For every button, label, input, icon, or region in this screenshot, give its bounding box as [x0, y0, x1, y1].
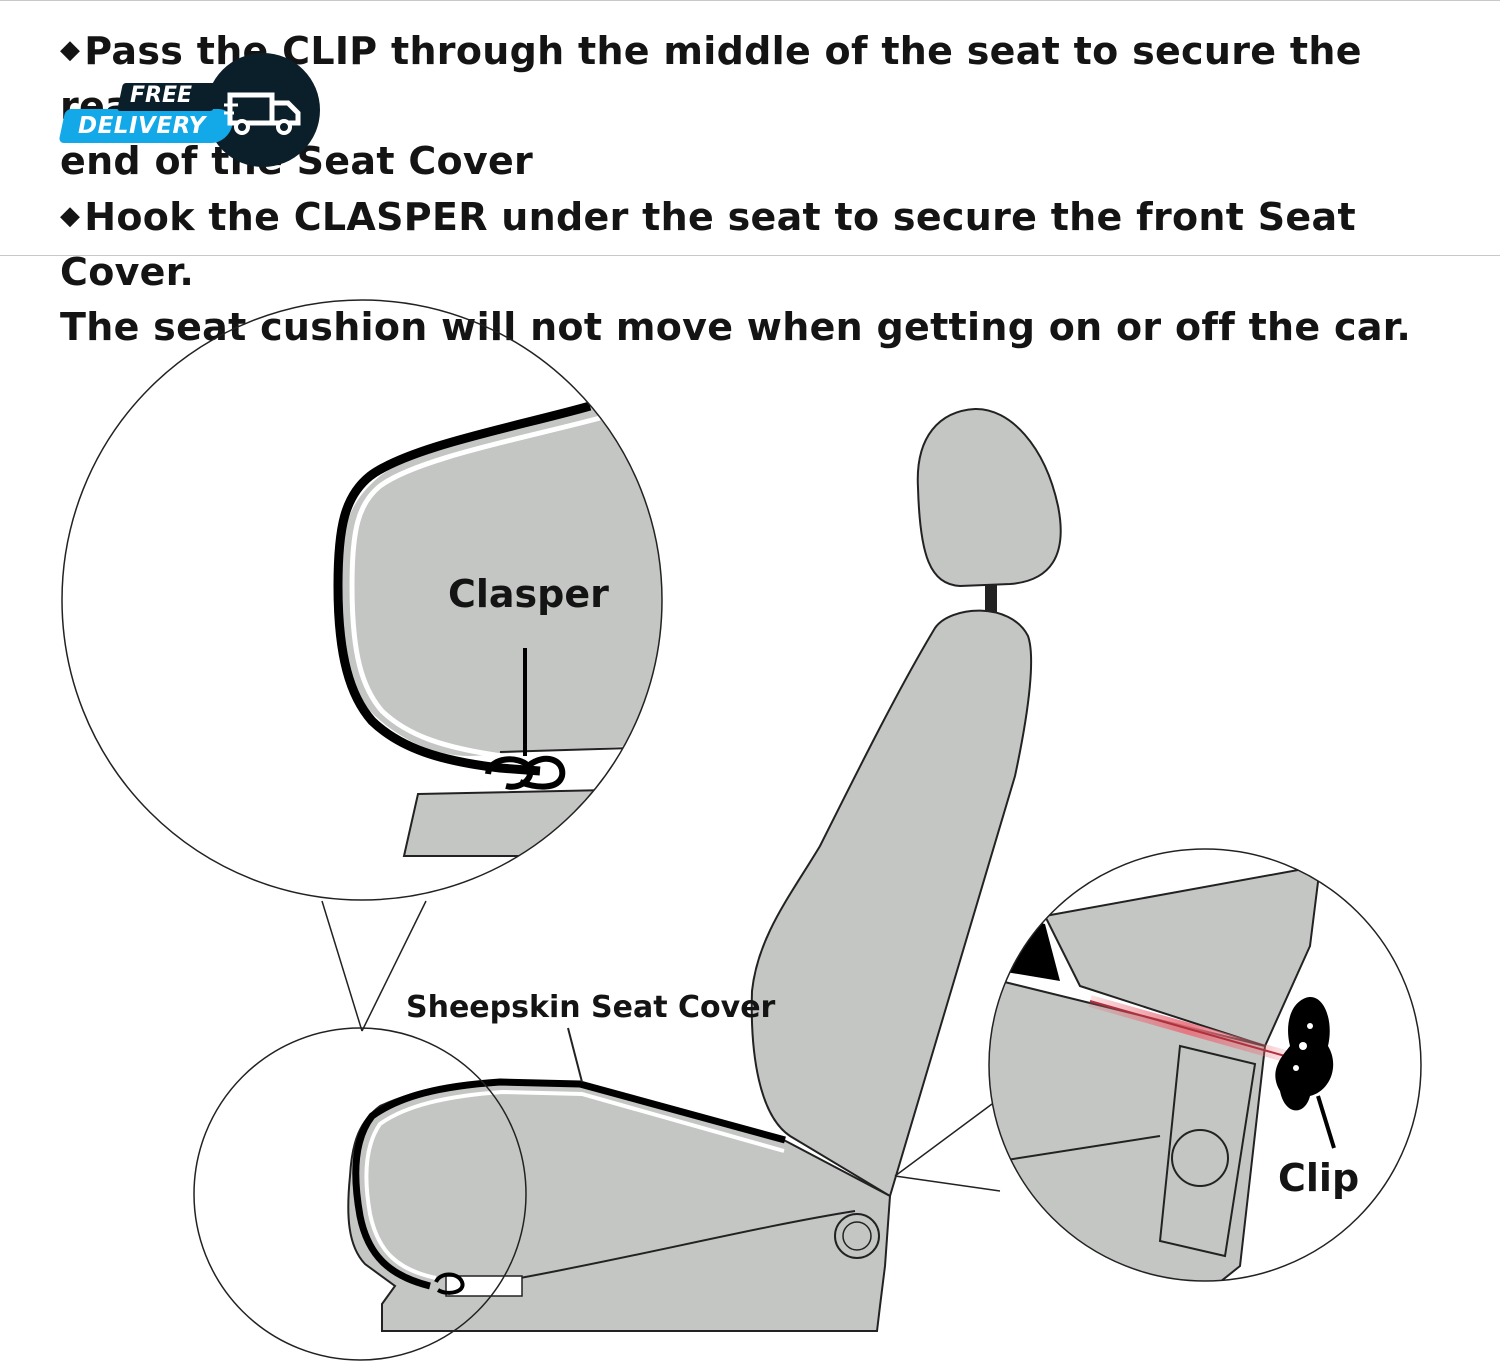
instruction-line-4: The seat cushion will not move when gett…: [60, 305, 1412, 349]
clasper-hook-loop: [518, 755, 566, 790]
seat-frame-line: [519, 1210, 856, 1279]
diamond-bullet-icon: ◆: [60, 35, 81, 65]
seat-rail: [445, 1275, 523, 1297]
zoom-knob: [1171, 1129, 1229, 1187]
headrest-post: [985, 584, 997, 612]
zoom-rail: [402, 786, 662, 857]
callout-pointer-3: [894, 1103, 993, 1177]
diamond-bullet-icon: ◆: [60, 201, 81, 231]
seat-diagram: [61, 299, 1422, 1361]
clip-label: Clip: [1278, 1156, 1360, 1200]
magnifier-ring-bottom-left: [193, 1027, 527, 1361]
clip-hole-3: [1307, 1023, 1313, 1029]
zoom-backrest: [1043, 864, 1322, 1048]
badge-free-text: FREE: [130, 83, 193, 108]
callout-pointer-1: [321, 900, 363, 1032]
zoom-frame-line: [999, 1135, 1161, 1162]
headrest: [916, 407, 1062, 588]
zoom-callout-clip: [988, 848, 1422, 1282]
backrest: [750, 609, 1033, 1198]
zoom-cover-edge: [333, 401, 592, 776]
truck-icon: [224, 92, 301, 135]
callout-pointer-4: [894, 1175, 1001, 1192]
zoom-ring-top-left: [61, 299, 663, 901]
clasper-hook-small: [434, 1272, 465, 1295]
clasper-label: Clasper: [448, 572, 609, 616]
seat-cover-edge: [352, 1078, 786, 1290]
instruction-text: ◆Pass the CLIP through the middle of the…: [60, 23, 1460, 355]
zoom-seat-base: [499, 745, 662, 753]
zoom-ring-right: [988, 848, 1422, 1282]
seat-cover-label: Sheepskin Seat Cover: [406, 990, 776, 1025]
clip-hole-2: [1293, 1065, 1299, 1071]
free-delivery-badge: FREE DELIVERY: [58, 53, 324, 167]
badge-delivery-text: DELIVERY: [78, 113, 206, 139]
instruction-line-3: ◆Hook the CLASPER under the seat to secu…: [60, 195, 1356, 294]
clip-hole-1: [1299, 1042, 1307, 1050]
clip-pointer-line: [1316, 1095, 1336, 1149]
zoom-seat-fill: [340, 406, 662, 756]
clip-icon: [1275, 997, 1334, 1111]
seat-cover-edge-inner: [364, 1089, 785, 1280]
seat-pivot-knob-inner: [842, 1221, 872, 1251]
seat-cover-pointer: [567, 1027, 583, 1083]
callout-pointer-2: [361, 900, 427, 1032]
zoom-cover-edge-inner: [349, 415, 641, 759]
instruction-header: ◆Pass the CLIP through the middle of the…: [0, 0, 1500, 349]
seat-pivot-knob: [834, 1213, 880, 1259]
clip-strap: [1089, 1000, 1286, 1057]
